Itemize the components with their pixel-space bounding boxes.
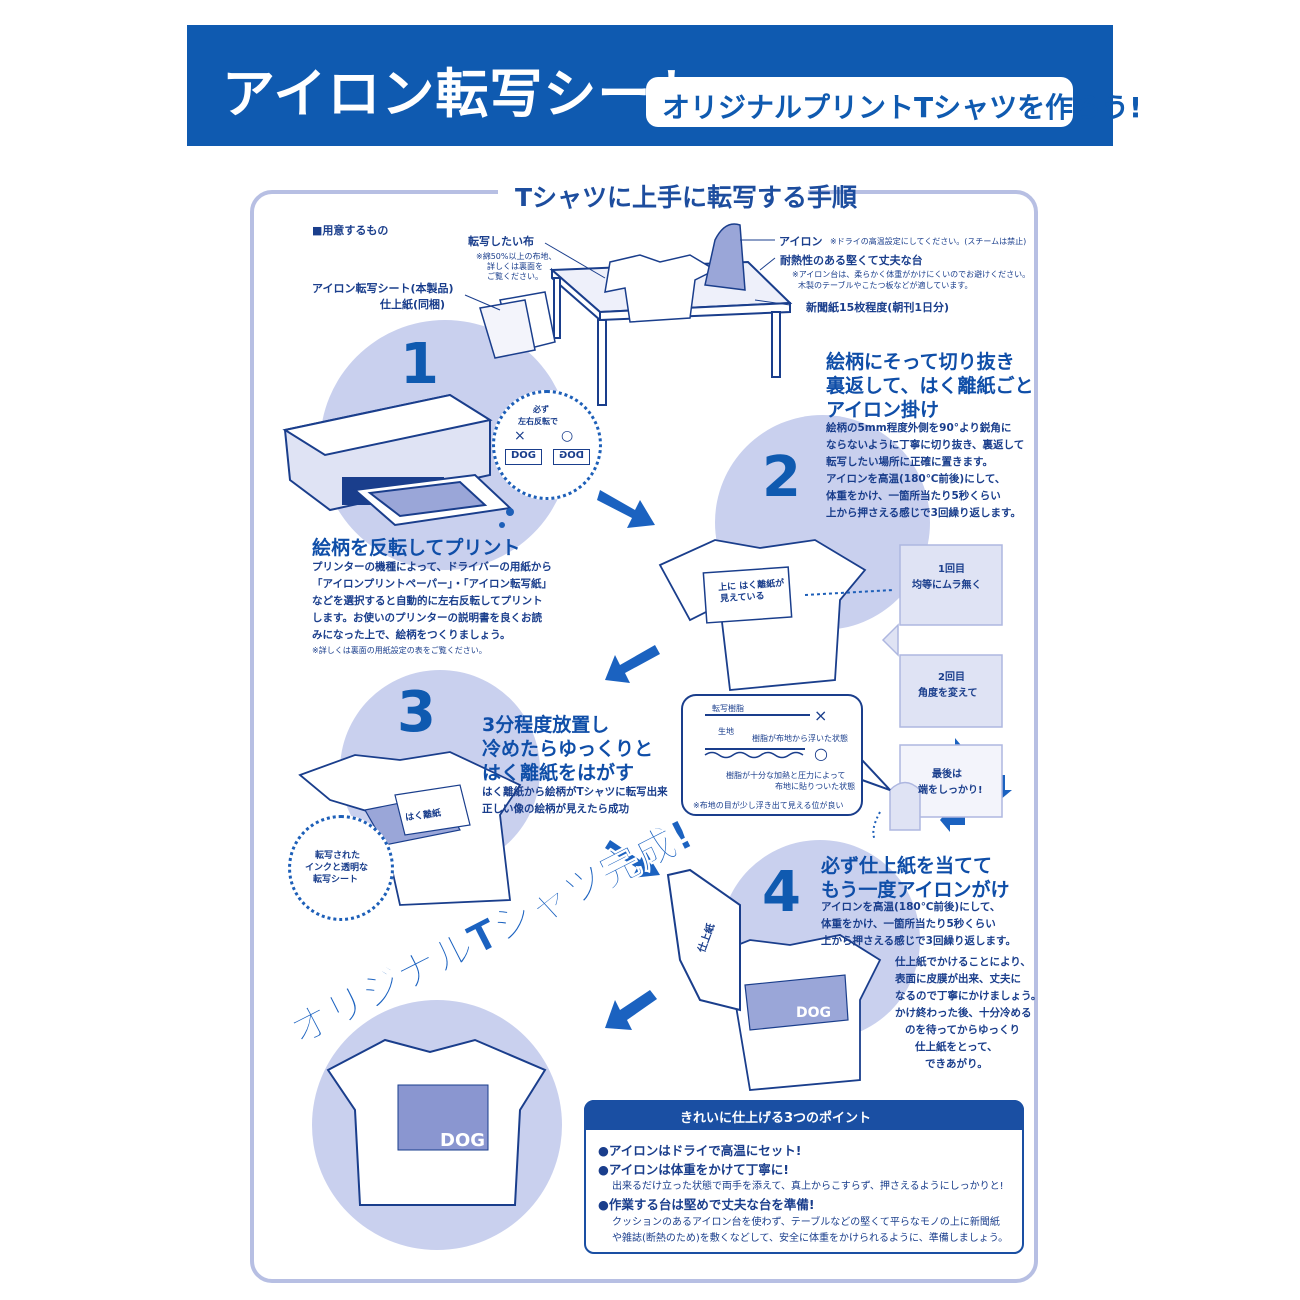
cloth-note-3: ご覧ください。 (487, 272, 543, 281)
step3-heading-1: 3分程度放置し (482, 714, 610, 736)
step1-bubble-line2: 左右反転で (518, 417, 558, 426)
step4-body2-5: のを待ってからゆっくり (905, 1024, 1020, 1036)
step1-body-5: みになった上で、絵柄をつくりましょう。 (312, 629, 511, 641)
step1-bubble-line1: 必ず (533, 405, 549, 414)
points-title: きれいに仕上げる3つのポイント (680, 1111, 872, 1126)
step1-body-4: します。お使いのプリンターの説明書を良くお読 (312, 612, 542, 624)
frame-title-background (498, 176, 808, 212)
printer-illustration (282, 393, 513, 527)
step4-number: 4 (762, 860, 801, 925)
step4-body-1: アイロンを高温(180℃前後)にして、 (821, 901, 1001, 913)
finish-paper-label: 仕上紙(同梱) (380, 298, 446, 311)
step4-heading-2: もう一度アイロンがけ (821, 879, 1010, 901)
step3-bubble-line3: 転写シート (313, 875, 359, 885)
step4-body2-3: なるので丁寧にかけましょう。 (895, 990, 1042, 1002)
step2-body-1: 絵柄の5mm程度外側を90°より鋭角に (826, 422, 1012, 434)
step2-heading-2: 裏返して、はく離紙ごと (826, 375, 1034, 397)
point-3-sub-1: クッションのあるアイロン台を使わず、テーブルなどの堅くて平らなモノの上に新聞紙 (612, 1217, 1000, 1228)
step1-body-3: などを選択すると自動的に左右反転してプリント (312, 595, 543, 607)
step4-body2-1: 仕上紙でかけることにより、 (895, 956, 1031, 968)
pass1-desc: 均等にムラ無く (912, 580, 982, 591)
diagram-good-mark: ○ (814, 744, 828, 763)
sheet-label: アイロン転写シート(本製品) (312, 282, 454, 295)
shirt-on-table (604, 254, 717, 323)
point-3: ●作業する台は堅めで丈夫な台を準備! (598, 1197, 815, 1212)
board-note-1: ※アイロン台は、柔らかく体重がかけにくいのでお避けください。 (792, 270, 1031, 279)
step1-number: 1 (400, 332, 439, 397)
step4-body2-7: できあがり。 (925, 1058, 988, 1070)
point-2: ●アイロンは体重をかけて丁寧に! (598, 1162, 789, 1177)
step2-body-4: アイロンを高温(180℃前後)にして、 (826, 473, 1006, 485)
point-3-sub-2: や雑誌(断熱のため)を敷くなどして、安全に体重をかけられるように、準備しましょう… (612, 1233, 1009, 1244)
step2-body-3: 転写したい場所に正確に置きます。 (826, 456, 993, 468)
diagram-fabric-label: 生地 (718, 727, 734, 736)
wrong-mark-icon: × (514, 428, 526, 444)
board-label: 耐熱性のある堅くて丈夫な台 (780, 254, 923, 267)
page-title: アイロン転写シート (222, 64, 706, 125)
page-subtitle: オリジナルプリントTシャツを作ろう! (662, 91, 1142, 124)
pass2-title: 2回目 (938, 672, 965, 683)
diagram-resin-label: 転写樹脂 (712, 704, 744, 713)
step1-heading: 絵柄を反転してプリント (312, 537, 521, 559)
pass2-desc: 角度を変えて (918, 688, 978, 699)
step4-body-2: 体重をかけ、一箇所当たり5秒くらい (821, 918, 996, 930)
cloth-note-2: 詳しくは裏面を (487, 262, 543, 271)
diagram-good-text-1: 樹脂が十分な加熱と圧力によって (726, 771, 846, 780)
step3-body-1: はく離紙から絵柄がTシャツに転写出来 (482, 786, 668, 798)
step4-body2-2: 表面に皮膜が出来、丈夫に (895, 973, 1021, 985)
step4-dog-label: DOG (796, 1005, 832, 1021)
diagram-bad-text: 樹脂が布地から浮いた状態 (752, 734, 848, 743)
points-header (584, 1100, 1024, 1130)
step2-body-5: 体重をかけ、一箇所当たり5秒くらい (826, 490, 1001, 502)
diagram-bad-mark: × (814, 706, 828, 725)
step2-heading-3: アイロン掛け (826, 399, 940, 421)
step1-note: ※詳しくは裏面の用紙設定の表をご覧ください。 (312, 646, 487, 655)
step2-heading-1: 絵柄にそって切り抜き (826, 351, 1015, 373)
diagram-note: ※布地の目が少し浮き出て見える位が良い (693, 801, 844, 810)
step1-reverse-bubble (492, 390, 602, 500)
subtitle-box (646, 77, 1073, 127)
step2-body-2: ならないように丁寧に切り抜き、裏返して (826, 439, 1025, 451)
pass3-desc: 端をしっかり! (918, 785, 983, 796)
step2-body-6: 上から押さえる感じで3回繰り返します。 (826, 507, 1021, 519)
correct-mark-icon: ○ (561, 428, 574, 444)
step2-number: 2 (762, 445, 801, 510)
diagram-good-text-2: 布地に貼りついた状態 (775, 782, 856, 791)
newspaper-label: 新聞紙15枚程度(朝刊1日分) (806, 301, 950, 314)
step4-heading-1: 必ず仕上紙を当てて (821, 855, 993, 877)
iron-illustration (704, 223, 746, 291)
iron-label: アイロン (779, 235, 823, 248)
pass3-title: 最後は (932, 769, 962, 780)
step1-body-1: プリンターの機種によって、ドライバーの用紙から (312, 561, 552, 573)
final-dog-label: DOG (440, 1130, 486, 1151)
step3-heading-2: 冷めたらゆっくりと (482, 738, 654, 760)
iron-note: ※ドライの高温設定にしてください。(スチームは禁止) (830, 237, 1027, 246)
dog-label-mirrored: DOG (553, 449, 590, 465)
step3-bubble-line1: 転写された (315, 851, 361, 861)
step4-body2-6: 仕上紙をとって、 (915, 1041, 998, 1053)
step4-body-3: 上から押さえる感じで3回繰り返します。 (821, 935, 1016, 947)
step1-body-2: 「アイロンプリントペーパー」・「アイロン転写紙」 (312, 578, 553, 590)
dog-label-normal: DOG (505, 449, 542, 465)
pass1-title: 1回目 (938, 564, 965, 575)
cloth-note-1: ※綿50%以上の布地、 (476, 252, 557, 261)
board-note-2: 木製のテーブルやこたつ板などが適しています。 (798, 281, 973, 290)
frame-title: Tシャツに上手に転写する手順 (515, 183, 858, 212)
step4-body2-4: かけ終わった後、十分冷める (895, 1007, 1032, 1019)
resin-diagram-box (681, 694, 863, 816)
step3-bubble-line2: インクと透明な (305, 863, 369, 873)
cloth-label: 転写したい布 (468, 235, 534, 248)
point-2-sub: 出来るだけ立った状態で両手を添えて、真上からこすらず、押さえるようにしっかりと! (612, 1181, 1004, 1192)
step3-number: 3 (397, 680, 436, 745)
step3-body-2: 正しい像の絵柄が見えたら成功 (482, 803, 629, 815)
step3-transfer-bubble (288, 815, 394, 921)
materials-heading: ■用意するもの (312, 224, 389, 237)
step3-heading-3: はく離紙をはがす (482, 762, 635, 784)
ironing-swatches (881, 544, 1003, 831)
point-1: ●アイロンはドライで高温にセット! (598, 1143, 802, 1158)
sheets-illustration (479, 291, 556, 359)
